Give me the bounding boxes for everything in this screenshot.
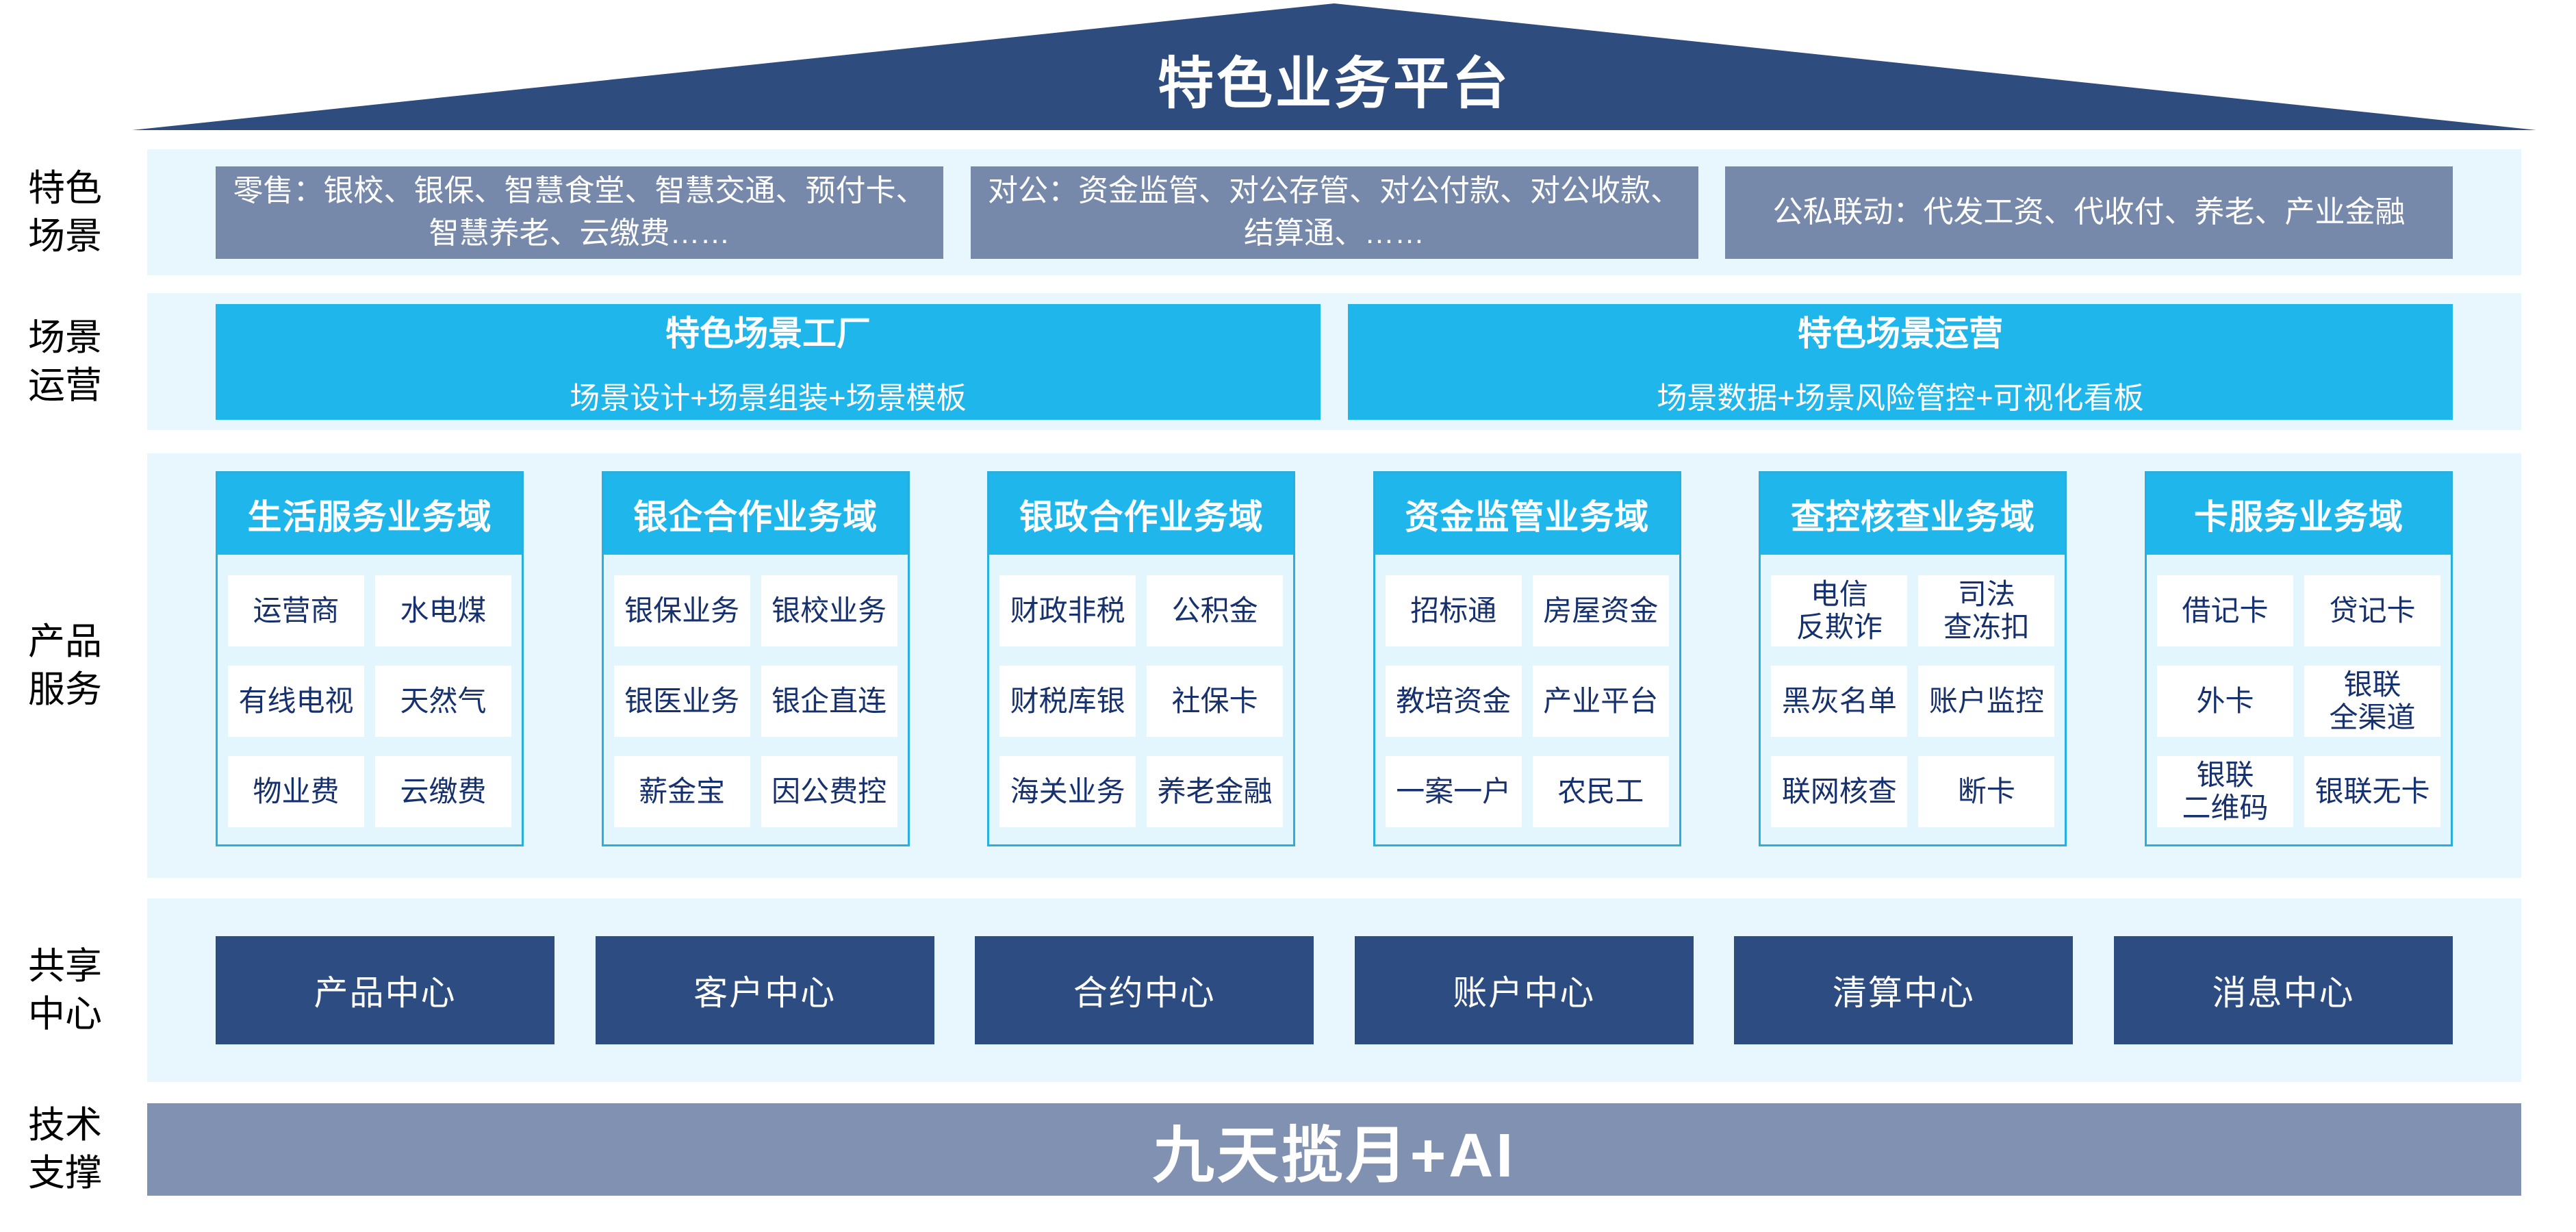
rail-label-operation: 场景 运营 [28,317,102,406]
platform-title: 特色业务平台 [1157,53,1511,115]
center-contract: 合约中心 [975,936,1314,1044]
domain-item: 司法 查冻扣 [1918,575,2055,646]
domain-item: 一案一户 [1385,756,1522,827]
domain-item: 社保卡 [1147,666,1284,737]
scene-operation-box: 特色场景运营 场景数据+场景风险管控+可视化看板 [1348,303,2453,420]
roof-banner: 特色业务平台 [132,3,2536,130]
scene-factory-box: 特色场景工厂 场景设计+场景组装+场景模板 [216,303,1321,420]
domain-item: 外卡 [2156,666,2293,737]
domain-item: 产业平台 [1532,666,1669,737]
scene-box-linkage: 公私联动：代发工资、代收付、养老、产业金融 [1725,166,2453,259]
center-clearing: 清算中心 [1734,936,2074,1044]
products-band: 生活服务业务域 运营商 水电煤 有线电视 天然气 物业费 云缴费 银企合作业务域… [147,453,2521,878]
domain-item: 银联无卡 [2304,756,2440,827]
domain-column-card-service: 卡服务业务域 借记卡 贷记卡 外卡 银联 全渠道 银联 二维码 银联无卡 [2144,471,2453,848]
domain-header: 银企合作业务域 [603,473,908,555]
scenes-band: 零售：银校、银保、智慧食堂、智慧交通、预付卡、智慧养老、云缴费…… 对公：资金监… [147,149,2521,275]
rail-label-scenes: 特色 场景 [28,168,102,257]
center-customer: 客户中心 [595,936,934,1044]
center-product: 产品中心 [216,936,554,1044]
domain-header: 资金监管业务域 [1375,473,1679,555]
domain-column-bank-enterprise: 银企合作业务域 银保业务 银校业务 银医业务 银企直连 薪金宝 因公费控 [601,471,910,848]
domain-item: 联网核查 [1771,756,1908,827]
rail-label-shared: 共享 中心 [28,946,102,1035]
shared-band: 产品中心 客户中心 合约中心 账户中心 清算中心 消息中心 [147,898,2521,1082]
domain-item: 电信 反欺诈 [1771,575,1908,646]
domain-item: 养老金融 [1147,756,1284,827]
scene-factory-subtitle: 场景设计+场景组装+场景模板 [570,381,967,415]
domain-item: 财税库银 [999,666,1136,737]
rail-label-products: 产品 服务 [28,621,102,710]
domain-item: 财政非税 [999,575,1136,646]
domain-header: 查控核查业务域 [1761,473,2065,555]
domain-body: 借记卡 贷记卡 外卡 银联 全渠道 银联 二维码 银联无卡 [2147,555,2451,848]
center-message: 消息中心 [2113,936,2453,1044]
domain-item: 银联 全渠道 [2304,666,2440,737]
domain-item: 公积金 [1147,575,1284,646]
domain-body: 财政非税 公积金 财税库银 社保卡 海关业务 养老金融 [989,555,1293,848]
domain-header: 生活服务业务域 [218,473,522,555]
domain-item: 贷记卡 [2304,575,2440,646]
domain-column-fund-supervision: 资金监管业务域 招标通 房屋资金 教培资金 产业平台 一案一户 农民工 [1373,471,1681,846]
domain-item: 海关业务 [999,756,1136,827]
domain-item: 房屋资金 [1532,575,1669,646]
domain-item: 银校业务 [761,575,897,646]
domain-column-life-service: 生活服务业务域 运营商 水电煤 有线电视 天然气 物业费 云缴费 [216,471,524,846]
scene-box-retail: 零售：银校、银保、智慧食堂、智慧交通、预付卡、智慧养老、云缴费…… [216,166,943,259]
domain-column-bank-government: 银政合作业务域 财政非税 公积金 财税库银 社保卡 海关业务 养老金融 [987,471,1296,848]
scene-operation-subtitle: 场景数据+场景风险管控+可视化看板 [1657,381,2144,415]
domain-item: 银联 二维码 [2156,756,2293,827]
domain-item: 黑灰名单 [1771,666,1908,737]
domain-item: 断卡 [1918,756,2055,827]
domain-item: 水电煤 [375,575,511,646]
domain-item: 银保业务 [613,575,750,646]
rail-label-tech: 技术 支撑 [28,1105,102,1194]
domain-header: 卡服务业务域 [2146,473,2451,555]
domain-column-inquiry-control: 查控核查业务域 电信 反欺诈 司法 查冻扣 黑灰名单 账户监控 联网核查 断卡 [1759,471,2067,846]
domain-item: 物业费 [228,756,364,827]
domain-item: 农民工 [1532,756,1669,827]
domain-item: 薪金宝 [613,756,750,827]
domain-body: 银保业务 银校业务 银医业务 银企直连 薪金宝 因公费控 [604,555,908,848]
scene-factory-title: 特色场景工厂 [665,314,871,353]
domain-body: 招标通 房屋资金 教培资金 产业平台 一案一户 农民工 [1375,555,1679,848]
domain-item: 银企直连 [761,666,897,737]
domain-item: 因公费控 [761,756,897,827]
domain-item: 借记卡 [2156,575,2293,646]
domain-item: 有线电视 [228,666,364,737]
domain-item: 运营商 [228,575,364,646]
domain-item: 银医业务 [613,666,750,737]
domain-item: 账户监控 [1918,666,2055,737]
scene-box-corporate: 对公：资金监管、对公存管、对公付款、对公收款、结算通、…… [970,166,1698,259]
scene-operation-title: 特色场景运营 [1798,314,2003,353]
center-account: 账户中心 [1354,936,1694,1044]
domain-body: 电信 反欺诈 司法 查冻扣 黑灰名单 账户监控 联网核查 断卡 [1761,555,2065,848]
domain-body: 运营商 水电煤 有线电视 天然气 物业费 云缴费 [218,555,522,848]
domain-item: 招标通 [1385,575,1522,646]
domain-header: 银政合作业务域 [989,473,1294,555]
operation-band: 特色场景工厂 场景设计+场景组装+场景模板 特色场景运营 场景数据+场景风险管控… [147,293,2521,430]
tech-support-bar: 九天揽月+AI [147,1103,2521,1196]
domain-item: 教培资金 [1385,666,1522,737]
domain-item: 云缴费 [375,756,511,827]
domain-item: 天然气 [375,666,511,737]
